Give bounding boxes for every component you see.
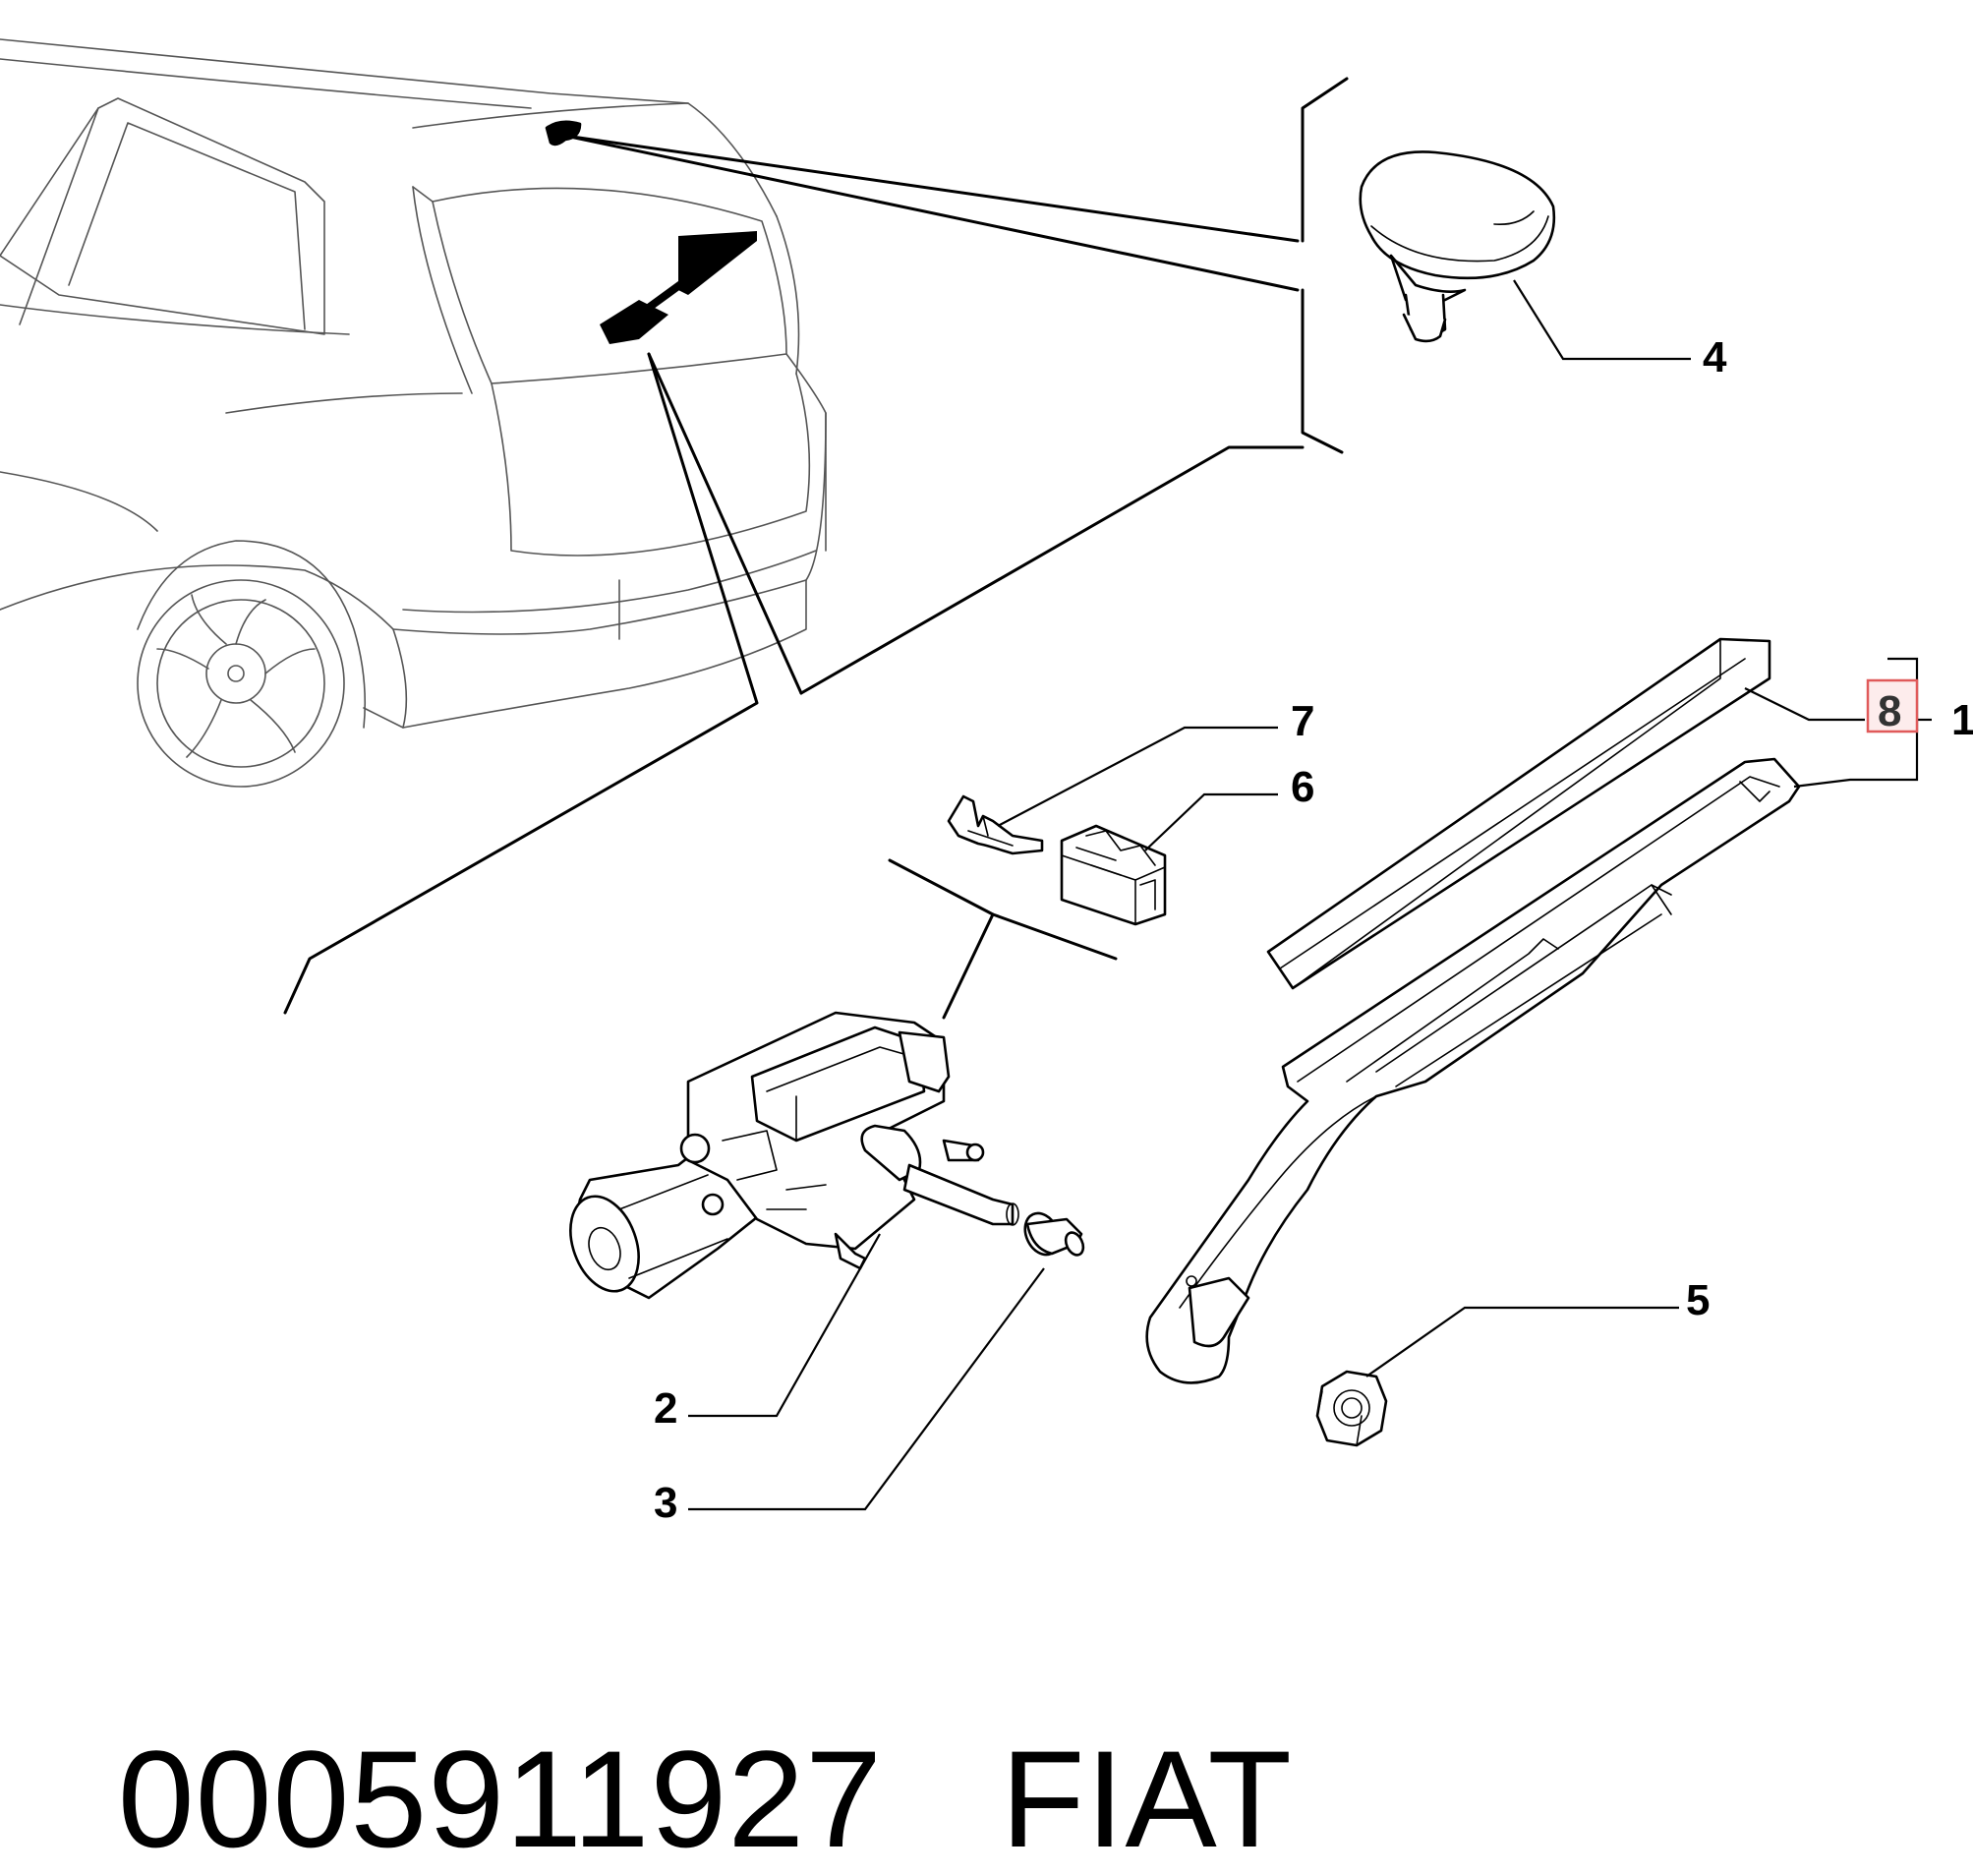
part-number: 0005911927 — [117, 1722, 884, 1876]
callout-1: 1 — [1951, 696, 1973, 744]
clip-part-7 — [947, 794, 1044, 855]
callout-5: 5 — [1686, 1276, 1710, 1324]
washer-nozzle-part-4 — [1359, 150, 1556, 343]
grommet-part-3 — [1023, 1211, 1085, 1257]
callout-3: 3 — [654, 1479, 677, 1527]
wiper-parts-diagram: 1 2 3 4 5 6 7 8 — [0, 38, 1973, 1527]
brand-name: FIAT — [1001, 1722, 1293, 1876]
wiper-motor-part-2 — [569, 1011, 1019, 1300]
callout-7: 7 — [1291, 697, 1314, 745]
wiper-arm-part-1 — [1145, 757, 1801, 1384]
car-rear-view — [0, 38, 827, 788]
connector-part-6 — [1060, 824, 1167, 926]
callout-8: 8 — [1878, 687, 1901, 735]
callout-6: 6 — [1291, 763, 1314, 811]
zoom-lines — [283, 77, 1349, 1020]
highlight-box-8 — [1866, 678, 1919, 733]
callout-2: 2 — [654, 1384, 677, 1433]
callout-4: 4 — [1703, 333, 1727, 381]
wiper-blade-part-8 — [1266, 637, 1771, 990]
nut-part-5 — [1315, 1370, 1388, 1447]
